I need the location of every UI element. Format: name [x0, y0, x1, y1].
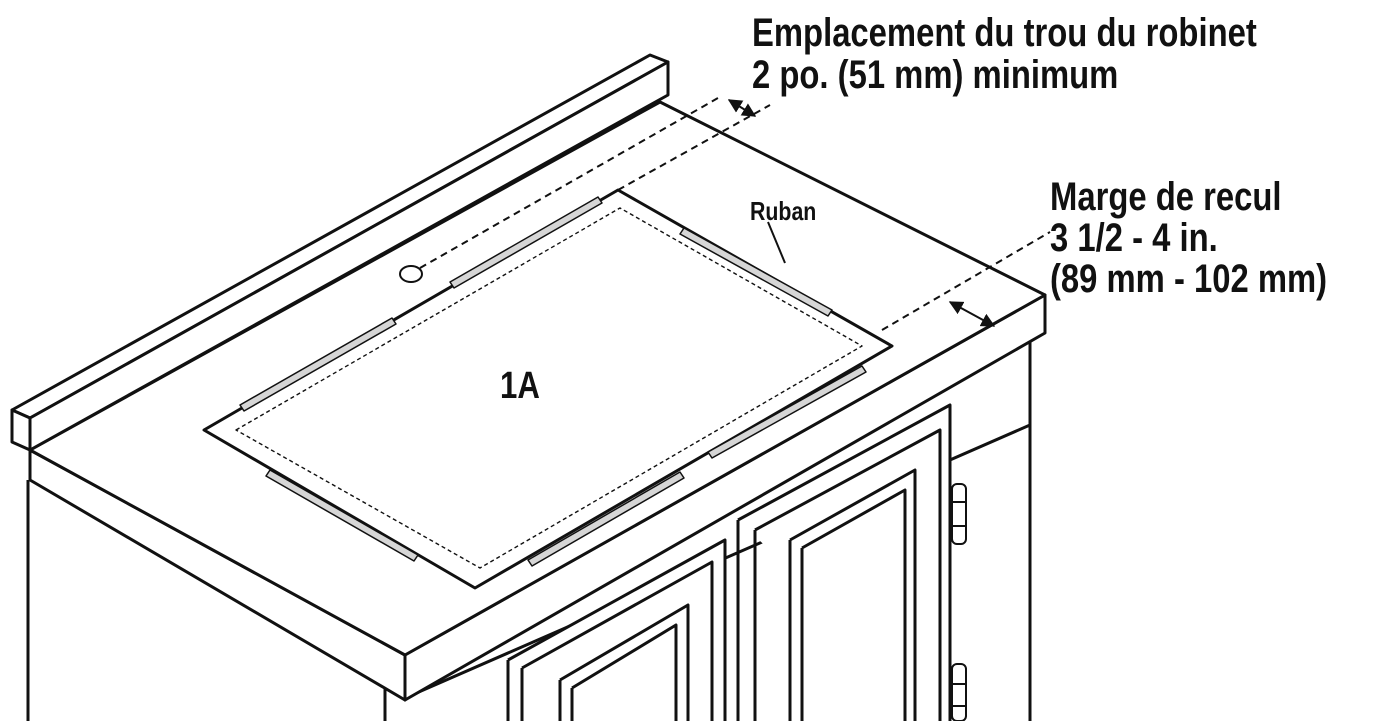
- door-hinges: [951, 483, 967, 721]
- setback-label-line2: 3 1/2 - 4 in.: [1050, 216, 1218, 260]
- faucet-hole-label-line1: Emplacement du trou du robinet: [752, 11, 1257, 55]
- faucet-hole-label-line2: 2 po. (51 mm) minimum: [752, 53, 1119, 97]
- tape-label: Ruban: [750, 196, 817, 226]
- door-frames: [506, 403, 952, 721]
- dimension-lines: [419, 97, 1051, 331]
- backsplash: [10, 53, 670, 452]
- sink-cut-line: [235, 207, 863, 569]
- faucet-hole: [399, 265, 423, 283]
- setback-label-line3: (89 mm - 102 mm): [1050, 257, 1328, 301]
- step-label: 1A: [500, 365, 540, 407]
- setback-label-line1: Marge de recul: [1050, 175, 1282, 219]
- tape-strips: [239, 196, 867, 567]
